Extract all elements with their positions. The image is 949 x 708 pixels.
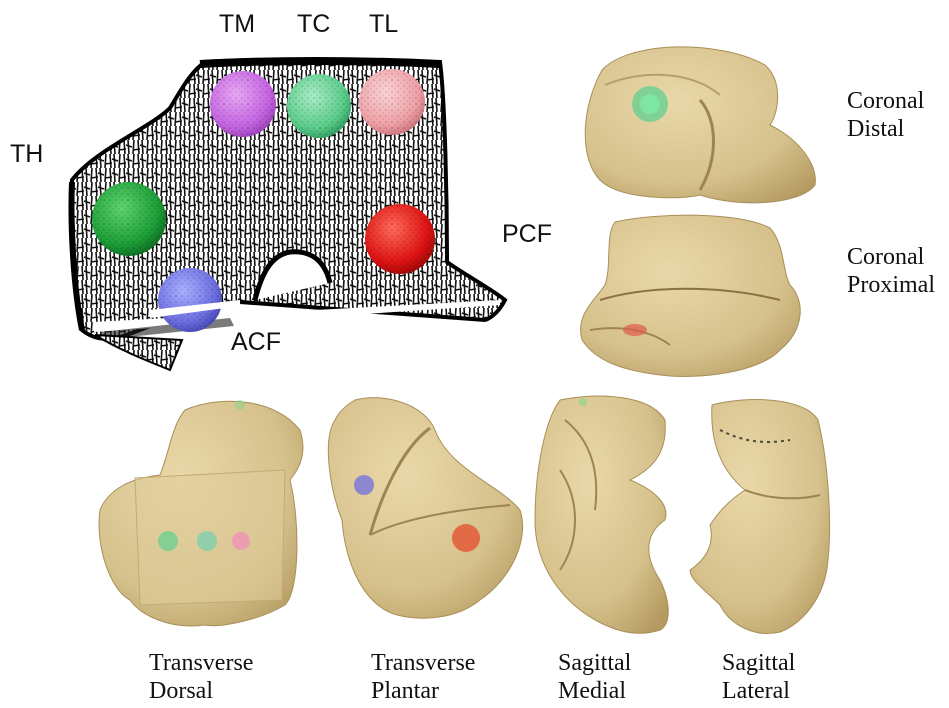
bone-transverse-plantar — [328, 398, 522, 619]
label-acf: ACF — [231, 330, 281, 355]
bone-transverse-dorsal — [99, 400, 303, 626]
label-th: TH — [10, 142, 43, 167]
label-coronal-proximal: Coronal Proximal — [847, 244, 935, 299]
label-tl: TL — [369, 12, 398, 37]
sphere-tc — [287, 74, 351, 138]
bone-sagittal-medial — [535, 396, 668, 633]
label-sagittal-lateral: Sagittal Lateral — [722, 650, 795, 705]
label-coronal-distal: Coronal Distal — [847, 88, 924, 143]
label-transverse-dorsal: Transverse Dorsal — [149, 650, 253, 705]
label-sagittal-medial: Sagittal Medial — [558, 650, 631, 705]
label-tm: TM — [219, 12, 255, 37]
label-transverse-plantar: Transverse Plantar — [371, 650, 475, 705]
sphere-tl — [359, 69, 425, 135]
label-pcf: PCF — [502, 222, 552, 247]
bone-coronal-proximal — [581, 215, 801, 376]
label-tc: TC — [297, 12, 330, 37]
sphere-tm — [210, 71, 276, 137]
sphere-th — [92, 182, 166, 256]
bone-coronal-distal — [585, 47, 815, 203]
bone-sagittal-lateral — [690, 400, 830, 634]
sphere-pcf — [365, 204, 435, 274]
